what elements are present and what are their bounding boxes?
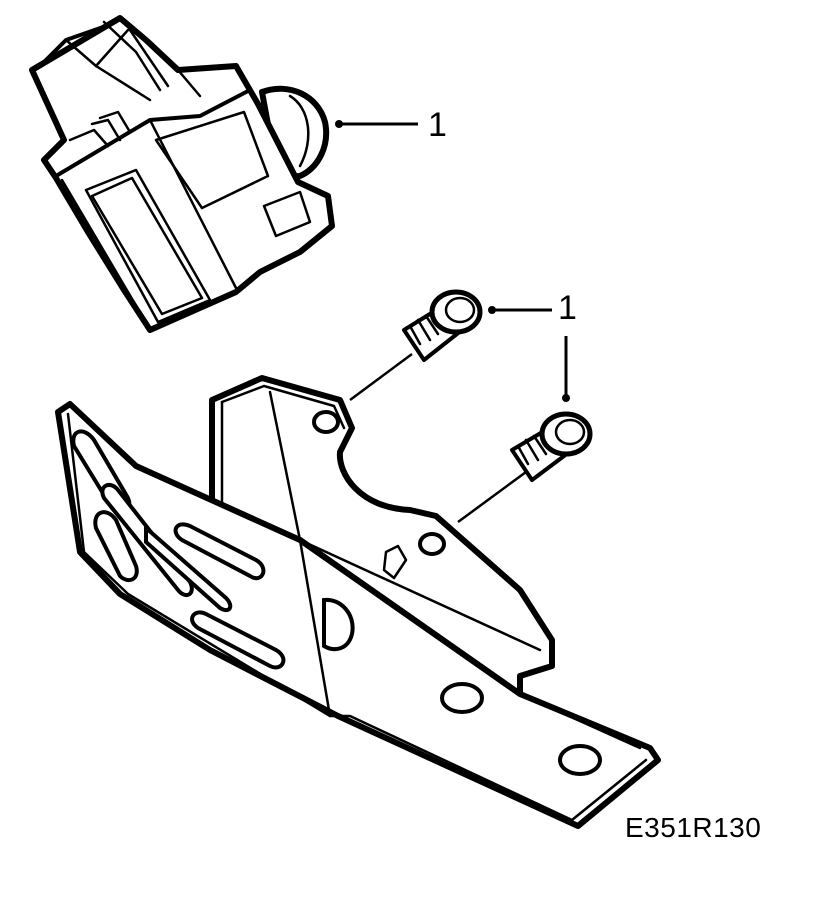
callout-label-sensor: 1 <box>428 106 447 144</box>
mounting-bracket <box>55 375 661 829</box>
screw-lower <box>457 394 593 524</box>
bracket-slots <box>71 429 286 670</box>
bracket-hole-lower <box>418 532 446 556</box>
bracket-center-hole <box>322 597 355 652</box>
sensor-body <box>29 15 335 333</box>
screw-upper <box>349 289 496 402</box>
sensor-part <box>29 15 335 333</box>
bracket-hole-tab-2 <box>558 744 602 776</box>
callout-label-screws: 1 <box>558 289 577 327</box>
bracket-hole-tab-1 <box>440 682 484 714</box>
bracket-base-plate <box>55 401 661 829</box>
bracket-hole-upper <box>312 410 340 434</box>
drawing-code-label: E351R130 <box>625 812 762 843</box>
sensor-clip <box>262 190 312 238</box>
sensor-window-side <box>154 110 270 210</box>
sensor-window-front <box>84 168 212 324</box>
callout-leader-top <box>335 120 418 128</box>
callout-leader-mid <box>492 308 568 398</box>
bracket-upright-flange <box>209 375 555 697</box>
